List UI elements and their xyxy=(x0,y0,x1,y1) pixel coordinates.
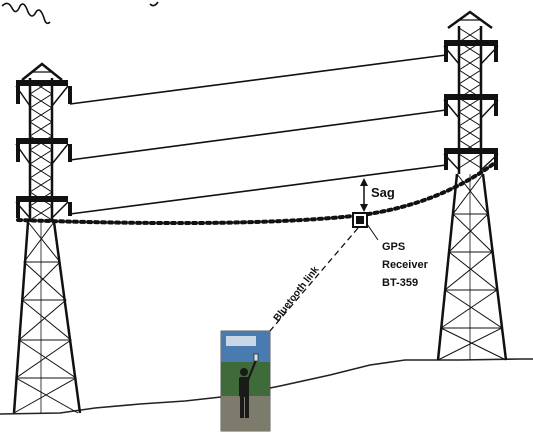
left-tower xyxy=(12,62,82,414)
conductor-top xyxy=(69,54,447,105)
receiver-label-line1: GPS xyxy=(382,241,405,253)
conductors xyxy=(69,54,447,215)
operator-photo xyxy=(220,330,271,432)
ground-line xyxy=(0,358,533,415)
person-with-phone-icon xyxy=(239,353,259,418)
conductor-lower-straight xyxy=(69,164,447,215)
corner-scribble-icon xyxy=(1,1,159,25)
sag-arrow xyxy=(360,178,368,212)
right-tower xyxy=(436,10,508,361)
conductor-middle xyxy=(69,109,447,161)
receiver-label-line2: Receiver xyxy=(382,259,429,271)
gps-receiver-icon xyxy=(352,212,368,228)
sag-label: Sag xyxy=(371,185,395,200)
receiver-label-line3: BT-359 xyxy=(382,277,418,289)
receiver-leader-line xyxy=(366,223,379,241)
sagging-conductor xyxy=(16,160,498,226)
bluetooth-link-label: Bluetooth link xyxy=(272,264,322,324)
